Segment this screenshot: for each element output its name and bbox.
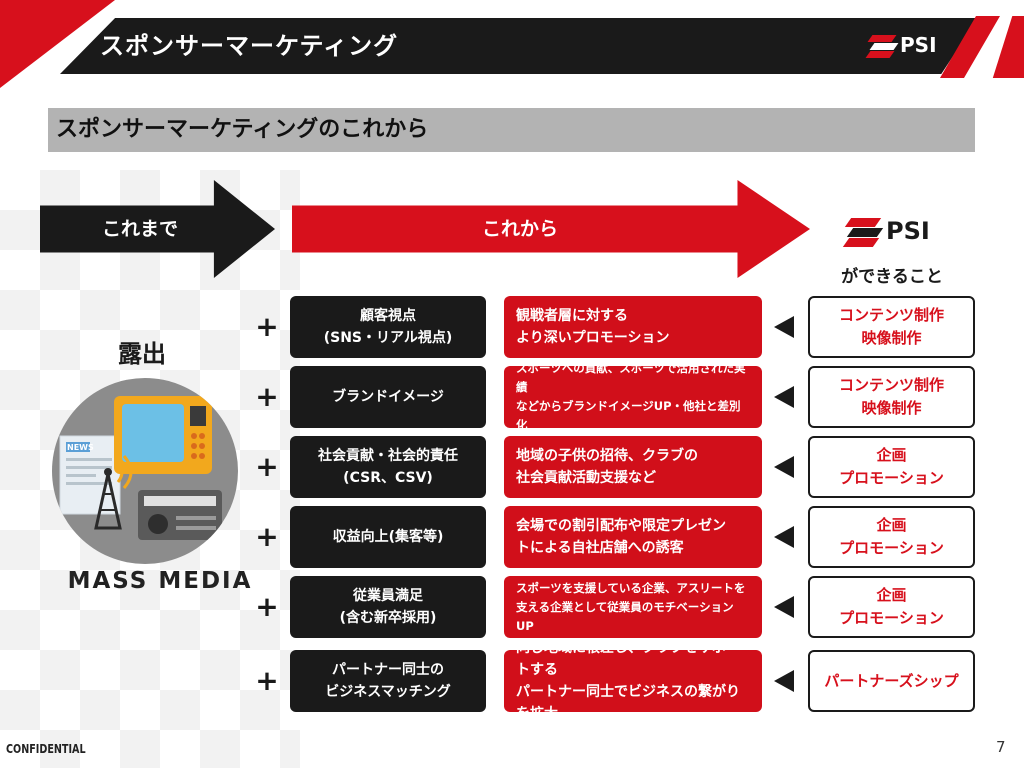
row-item-text: ブランドイメージ	[332, 389, 444, 405]
row-description-text: スポーツを支援している企業、アスリートを 支える企業として従業員のモチベーション…	[516, 580, 746, 633]
left-triangle-icon	[774, 670, 794, 692]
psi-logo: PSI	[865, 32, 937, 58]
row-description-text: 地域の子供の招待、クラブの 社会貢献活動支援など	[516, 448, 698, 486]
row-item-text: ビジネスマッチング	[325, 684, 451, 700]
left-triangle-icon	[774, 316, 794, 338]
row-item-text: 収益向上(集客等)	[332, 529, 444, 545]
row-capability-box: コンテンツ制作 映像制作	[808, 296, 975, 358]
header-bar	[60, 18, 978, 74]
mass-media-caption: MASS MEDIA	[67, 568, 253, 594]
row-capability-box: 企画 プロモーション	[808, 506, 975, 568]
row-description-box: スポーツを支援している企業、アスリートを 支える企業として従業員のモチベーション…	[504, 576, 762, 638]
left-triangle-icon	[774, 386, 794, 408]
row-item-text: 社会貢献・社会的責任	[318, 448, 458, 464]
psi-logo-icon	[865, 32, 899, 58]
left-triangle-icon	[774, 596, 794, 618]
row-item-text: (SNS・リアル視点)	[323, 330, 453, 346]
svg-text:NEWS: NEWS	[67, 443, 94, 452]
future-arrow-label: これから	[481, 218, 558, 240]
row-capability-box: 企画 プロモーション	[808, 436, 975, 498]
plus-sign: +	[255, 520, 279, 553]
row-capability-box: 企画 プロモーション	[808, 576, 975, 638]
psi-logo-large-text: PSI	[886, 217, 930, 245]
row-item-text: 顧客視点	[360, 308, 416, 324]
mass-media-illustration: NEWS	[52, 378, 238, 564]
past-arrow-label: これまで	[101, 218, 178, 240]
plus-sign: +	[255, 380, 279, 413]
row-capability-box: パートナーズシップ	[808, 650, 975, 712]
row-item-box: 従業員満足 (含む新卒採用)	[290, 576, 486, 638]
plus-sign: +	[255, 450, 279, 483]
row-description-box: 会場での割引配布や限定プレゼン トによる自社店舗への誘客	[504, 506, 762, 568]
row-item-text: パートナー同士の	[332, 662, 444, 678]
confidential-label: CONFIDENTIAL	[6, 742, 86, 756]
mass-media-icon: NEWS	[59, 396, 222, 540]
row-description-text: 同じ地域に根差し、クラブをサポートする パートナー同士でビジネスの繋がりを拡大	[516, 640, 740, 722]
plus-sign: +	[255, 664, 279, 697]
row-description-box: 観戦者層に対する より深いプロモーション	[504, 296, 762, 358]
psi-logo-text: PSI	[900, 33, 937, 57]
row-item-text: (CSR、CSV)	[343, 470, 433, 486]
row-description-box: 地域の子供の招待、クラブの 社会貢献活動支援など	[504, 436, 762, 498]
row-description-box: 同じ地域に根差し、クラブをサポートする パートナー同士でビジネスの繋がりを拡大	[504, 640, 762, 722]
plus-sign: +	[255, 590, 279, 623]
row-item-text: 従業員満足	[353, 588, 423, 604]
row-description-box: スポーツへの貢献、スポーツで活用された実績 などからブランドイメージUP・他社と…	[504, 361, 762, 432]
row-item-box: 収益向上(集客等)	[290, 506, 486, 568]
psi-logo-large-icon	[842, 214, 884, 248]
row-capability-box: コンテンツ制作 映像制作	[808, 366, 975, 428]
row-item-box: パートナー同士のビジネスマッチング	[290, 650, 486, 712]
row-item-box: ブランドイメージ	[290, 366, 486, 428]
row-description-text: 観戦者層に対する より深いプロモーション	[516, 308, 670, 346]
page-number: 7	[996, 738, 1006, 756]
row-description-text: スポーツへの貢献、スポーツで活用された実績 などからブランドイメージUP・他社と…	[516, 361, 746, 432]
page-title: スポンサーマーケティング	[100, 32, 399, 60]
row-item-box: 顧客視点 (SNS・リアル視点)	[290, 296, 486, 358]
row-item-box: 社会貢献・社会的責任 (CSR、CSV)	[290, 436, 486, 498]
psi-capabilities-caption: ができること	[841, 267, 943, 287]
row-description-text: 会場での割引配布や限定プレゼン トによる自社店舗への誘客	[516, 518, 726, 556]
section-subtitle: スポンサーマーケティングのこれから	[48, 108, 975, 152]
plus-sign: +	[255, 310, 279, 343]
exposure-heading: 露出	[118, 340, 166, 368]
row-item-text: (含む新卒採用)	[339, 610, 437, 626]
left-triangle-icon	[774, 526, 794, 548]
left-triangle-icon	[774, 456, 794, 478]
psi-logo-large: PSI	[842, 214, 930, 248]
